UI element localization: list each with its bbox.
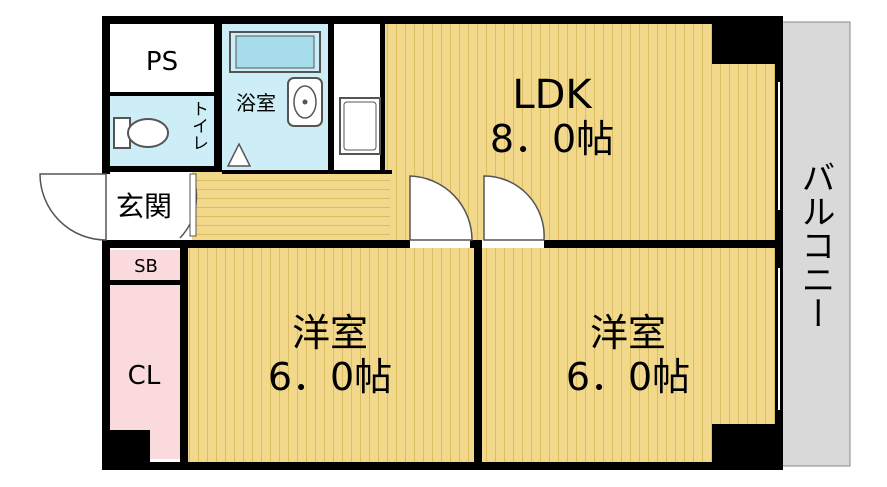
entrance-floor — [106, 172, 192, 240]
ps-area — [110, 24, 214, 92]
sb-area — [108, 250, 180, 280]
walls — [102, 16, 783, 470]
entrance-door — [39, 173, 198, 241]
ps-label: PS — [146, 47, 178, 77]
balcony-area — [779, 21, 851, 467]
toilet-label: トイレ — [188, 100, 208, 151]
western-room-1-floor — [186, 248, 476, 462]
closet-label: CL — [128, 361, 161, 391]
bath-label: 浴室 — [236, 91, 276, 115]
ldk-size: 8．0帖 — [490, 117, 614, 161]
western-room-2-size: 6．0帖 — [566, 355, 690, 399]
balcony-label: バルコニー — [795, 160, 835, 330]
room-doors — [409, 175, 545, 241]
toilet-bowl — [113, 117, 169, 149]
sb-label: SB — [134, 256, 158, 277]
ldk-name: LDK — [512, 72, 593, 118]
hall-floor — [190, 172, 390, 240]
western-room-2-name: 洋室 — [590, 311, 666, 355]
western-room-1-size: 6．0帖 — [268, 355, 392, 399]
western-room-1-name: 洋室 — [292, 311, 368, 355]
bath-door — [226, 142, 252, 167]
entrance-label: 玄関 — [116, 190, 172, 223]
